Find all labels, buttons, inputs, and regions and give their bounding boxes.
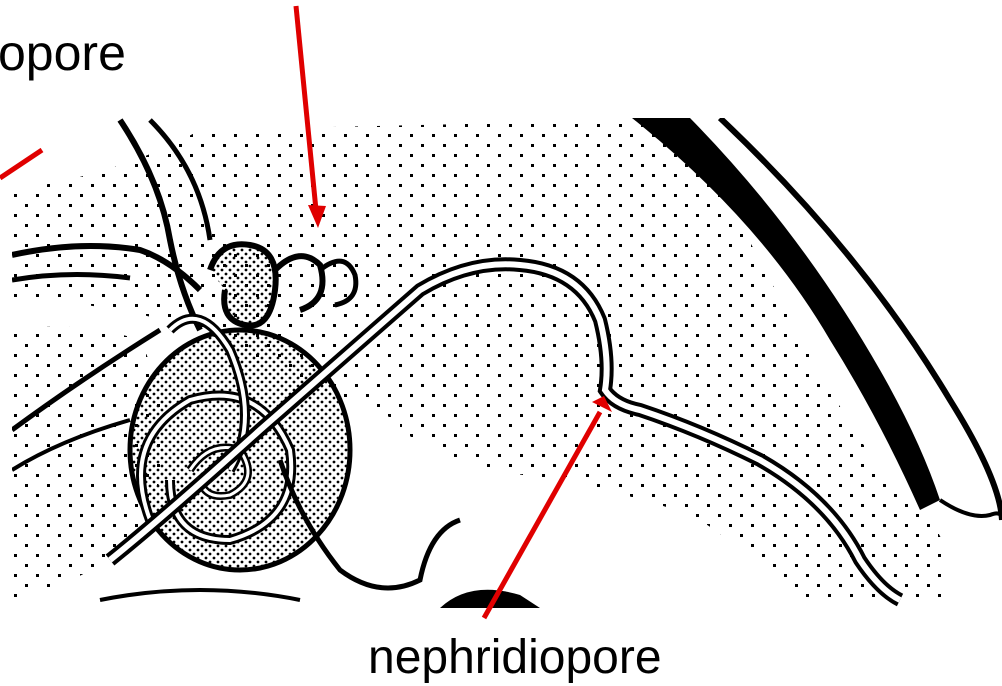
ventral-outline-2 — [100, 590, 300, 600]
label-nephridiopore: nephridiopore — [368, 634, 662, 682]
cuticle-edge — [940, 500, 1002, 520]
arrow-left-shaft — [0, 150, 42, 178]
label-top-left: opore — [0, 28, 126, 78]
